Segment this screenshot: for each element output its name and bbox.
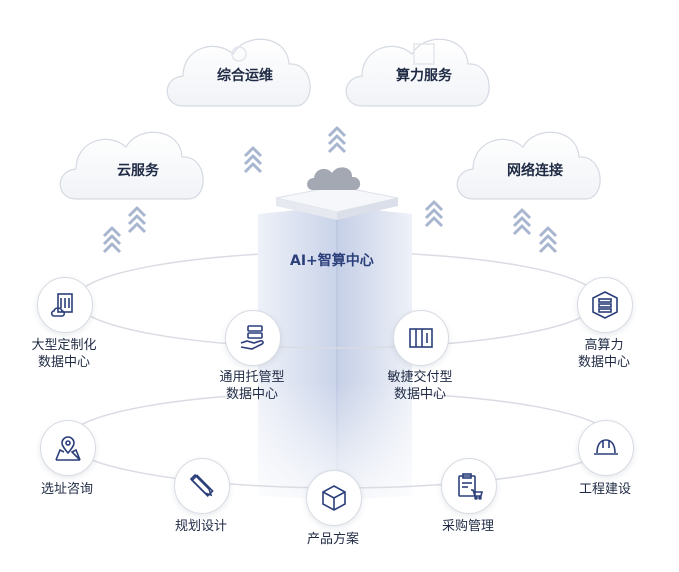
node-planning — [174, 458, 230, 514]
node-procurement — [441, 458, 497, 514]
chevron-up-icon — [327, 126, 347, 154]
upper-ring-front — [74, 299, 600, 349]
node-agile-dc — [393, 310, 449, 366]
cloud-label-network: 网络连接 — [507, 163, 563, 179]
node-solution — [306, 470, 362, 526]
building-cloud-icon — [50, 293, 73, 317]
server-rack-icon — [592, 291, 618, 319]
chevron-up-icon — [127, 206, 147, 234]
chevron-up-icon — [424, 200, 444, 228]
modular-container-icon — [409, 328, 433, 348]
label-agile-dc: 敏捷交付型数据中心 — [387, 370, 453, 402]
chevron-up-icon — [538, 226, 558, 254]
cloud-ops — [166, 38, 311, 107]
label-construction: 工程建设 — [578, 482, 631, 497]
node-custom-dc — [37, 277, 93, 333]
label-procurement: 采购管理 — [441, 519, 494, 534]
map-pin-icon — [55, 436, 81, 461]
node-hosted-dc — [225, 310, 281, 366]
label-planning: 规划设计 — [174, 519, 227, 534]
cloud-label-ops: 综合运维 — [217, 68, 273, 84]
server-hand-icon — [240, 325, 264, 350]
node-site — [40, 420, 96, 476]
chevron-up-icon — [102, 226, 122, 254]
cube-icon — [322, 485, 346, 511]
label-hosted-dc: 通用托管型数据中心 — [219, 370, 285, 402]
cloud-compute — [345, 38, 490, 107]
node-hpc-dc — [577, 277, 633, 333]
cloud-network — [456, 131, 601, 200]
cloud-label-cloud-service: 云服务 — [117, 163, 159, 179]
ruler-pencil-icon — [189, 473, 214, 498]
chevron-up-icon — [512, 208, 532, 236]
node-construction — [578, 420, 634, 476]
tower — [258, 167, 412, 502]
label-solution: 产品方案 — [306, 532, 359, 547]
tower-title: AI+智算中心 — [290, 253, 374, 269]
cloud-label-compute: 算力服务 — [396, 68, 452, 84]
clipboard-cart-icon — [458, 473, 484, 500]
hard-hat-icon — [594, 439, 618, 455]
tower-cloud-icon — [307, 167, 361, 190]
label-custom-dc: 大型定制化数据中心 — [31, 338, 97, 370]
label-site: 选址咨询 — [40, 482, 93, 497]
cloud-service — [59, 131, 204, 200]
chevrons — [102, 126, 558, 254]
chevron-up-icon — [243, 146, 263, 174]
label-hpc-dc: 高算力数据中心 — [577, 338, 630, 370]
